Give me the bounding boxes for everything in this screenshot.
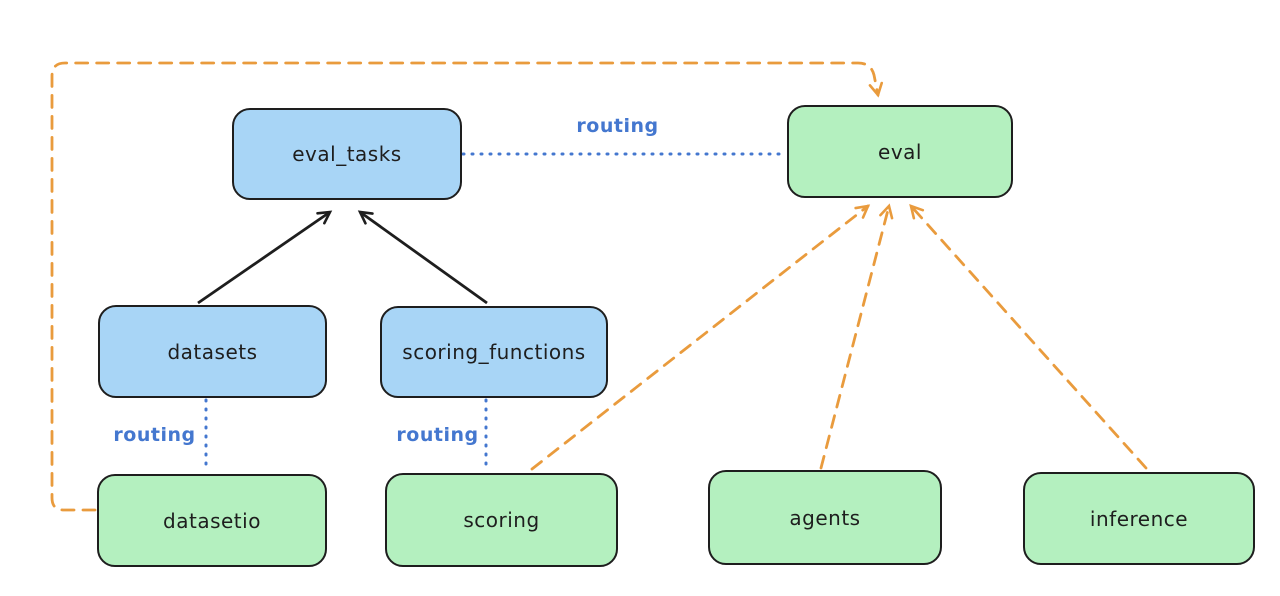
edge-datasetio-to-eval-loop xyxy=(50,61,884,512)
node-eval-label: eval xyxy=(878,139,922,164)
node-scoring-functions[interactable]: scoring_functions xyxy=(380,306,608,398)
node-datasetio[interactable]: datasetio xyxy=(97,474,327,567)
node-eval-tasks[interactable]: eval_tasks xyxy=(232,108,462,200)
edge-scoring-to-eval xyxy=(530,204,871,471)
edge-scoring_functions-to-eval_tasks xyxy=(357,210,488,305)
edge-inference-to-eval xyxy=(909,203,1148,470)
node-agents[interactable]: agents xyxy=(708,470,942,565)
edge-label-routing-eval-tasks-eval: routing xyxy=(576,115,659,137)
node-inference-label: inference xyxy=(1089,506,1189,531)
node-scoring[interactable]: scoring xyxy=(385,473,618,567)
node-eval[interactable]: eval xyxy=(787,105,1013,198)
node-scoring-label: scoring xyxy=(463,508,540,532)
edge-label-routing-datasets-datasetio: routing xyxy=(113,424,196,446)
node-scoring-functions-label: scoring_functions xyxy=(402,340,586,364)
node-inference[interactable]: inference xyxy=(1023,472,1255,565)
node-agents-label: agents xyxy=(789,505,861,530)
node-datasetio-label: datasetio xyxy=(163,508,261,533)
edge-agents-to-eval xyxy=(819,203,894,470)
node-datasets-label: datasets xyxy=(167,339,258,364)
edge-label-routing-scoring-functions-scoring: routing xyxy=(396,424,479,446)
node-datasets[interactable]: datasets xyxy=(98,305,327,398)
node-eval-tasks-label: eval_tasks xyxy=(292,142,402,166)
edge-datasets-to-eval_tasks xyxy=(197,210,333,305)
